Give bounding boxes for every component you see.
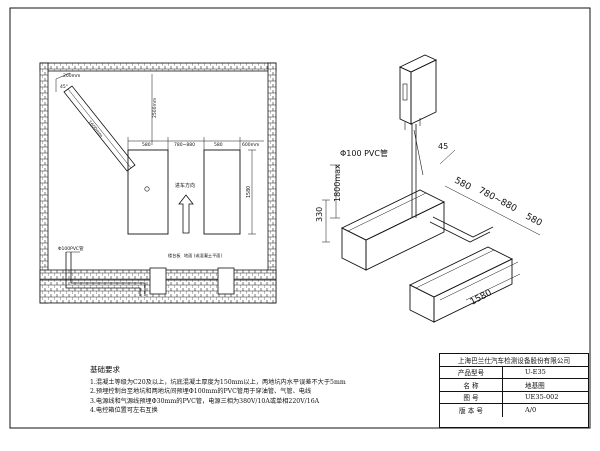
company-name: 上海巴兰仕汽车检测设备股份有限公司: [457, 356, 571, 365]
iso-label-1800: 1800max: [333, 164, 342, 202]
iso-label-1580: 1580: [469, 288, 494, 308]
tb-label: 版 本 号: [440, 404, 503, 417]
right-wall: [267, 62, 277, 304]
notes-title: 基础要求: [90, 365, 120, 374]
label-side-dim: 2500mm: [152, 98, 158, 118]
title-block: 上海巴兰仕汽车检测设备股份有限公司 产品型号 U-E35 名 称 地基图 图 号…: [439, 353, 589, 428]
left-wall: [39, 62, 49, 304]
note-line: 1.混凝土等级为C20及以上，坑底混凝土厚度为150mm以上，两地坑内水平误差不…: [90, 379, 346, 386]
title-block-row: 名 称 地基图: [440, 379, 588, 392]
tb-label: 名 称: [440, 379, 503, 391]
direction-arrow-icon: [178, 194, 194, 234]
tb-value: 地基图: [525, 381, 545, 390]
plan-view: 200mm 45° 1600mm 2500mm 580 780~880 580 …: [39, 62, 277, 304]
dim-seg-4: 600mm: [242, 142, 259, 148]
label-1580: 1580: [246, 186, 252, 198]
iso-label-780-880: 780~880: [477, 186, 519, 215]
iso-pit-left: [340, 189, 446, 241]
pipe-run: [65, 252, 141, 296]
note-line: 4.电控箱位置可左右互换: [90, 407, 158, 415]
iso-label-580a: 580: [453, 176, 473, 193]
title-block-company-row: 上海巴兰仕汽车检测设备股份有限公司: [440, 354, 588, 367]
note-line: 2.预埋控制台至地坑和两地坑间预埋Φ100mm的PVC管用于穿油管、气管、电线: [90, 388, 312, 396]
foundation-notes: 基础要求 1.混凝土等级为C20及以上，坑底混凝土厚度为150mm以上，两地坑内…: [90, 364, 430, 416]
tb-value: A/0: [525, 406, 537, 415]
dim-seg-1: 580: [142, 142, 151, 148]
dim-seg-3: 580: [214, 142, 223, 148]
title-block-row: 版 本 号 A/0: [440, 404, 588, 417]
pit-right: [203, 149, 241, 235]
pit-drain: [144, 186, 150, 192]
label-slab: 楼台板: [168, 252, 181, 259]
tb-value: U-E35: [525, 368, 546, 377]
tb-label: 产品型号: [440, 366, 503, 378]
label-pipe-plan: Φ100PVC管: [58, 245, 84, 252]
iso-label-pipe: Φ100 PVC管: [340, 148, 388, 158]
tb-value: UE35-002: [525, 393, 559, 402]
label-angle: 45°: [60, 84, 68, 90]
iso-label-45: 45: [438, 142, 448, 151]
top-wall: [39, 62, 277, 72]
iso-label-580b: 580: [524, 212, 544, 229]
title-block-row: 产品型号 U-E35: [440, 366, 588, 379]
title-block-row: 图 号 UE35-002: [440, 391, 588, 404]
label-200: 200mm: [63, 73, 80, 79]
drawing-frame: [9, 7, 591, 429]
slanted-ramp: [63, 85, 136, 172]
cabinet-handle: [402, 83, 408, 101]
label-direction: 进车方向: [175, 182, 195, 189]
isometric-view: Φ100 PVC管 45 1800max 330 580 780~880 580…: [315, 54, 544, 323]
note-line: 3.电源线和气源线预埋Φ30mm的PVC管，电源三相为380V/10A或单相22…: [90, 397, 320, 405]
iso-label-330: 330: [315, 207, 324, 222]
pit-left: [127, 149, 169, 235]
tb-label: 图 号: [440, 391, 503, 403]
label-ground: 地面 (或混凝土平面): [184, 252, 222, 259]
dim-seg-2: 780~880: [174, 142, 195, 148]
